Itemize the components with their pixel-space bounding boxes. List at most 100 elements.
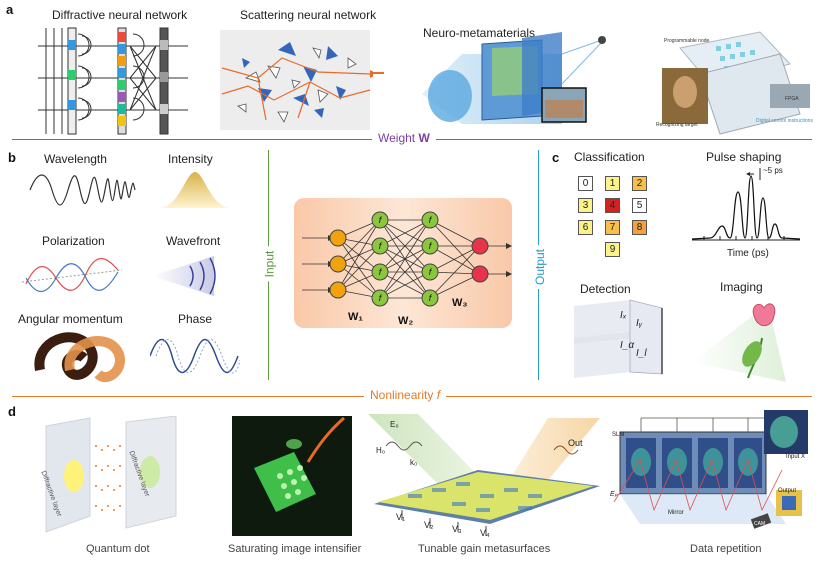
- pulse-width-label: ~5 ps: [763, 166, 783, 175]
- f-label: f: [429, 241, 433, 251]
- tunable-caption: Tunable gain metasurfaces: [418, 543, 551, 555]
- wavefront-title: Wavefront: [166, 234, 221, 248]
- image-intensifier-photo: [232, 416, 352, 536]
- e0-label: E₀: [390, 420, 399, 429]
- f-label: f: [379, 267, 383, 277]
- camera-label: CAM: [754, 521, 766, 527]
- nonlinearity-symbol: f: [436, 388, 441, 402]
- output-small-label: Output: [778, 488, 797, 494]
- hidden2-node-4: [421, 289, 439, 307]
- neural-network-diagram: f f f f f f f f W₁ W₂ W₃: [294, 198, 512, 328]
- tunable-metasurface-illustration: [368, 414, 600, 536]
- digit-cell-4: 4: [605, 198, 620, 213]
- f-label: f: [379, 241, 383, 251]
- f-label: f: [429, 293, 433, 303]
- time-axis-label: Time (ps): [727, 248, 769, 259]
- imaging-rose-illustration: [692, 303, 786, 382]
- input-node-3: [329, 281, 347, 299]
- intensifier-caption: Saturating image intensifier: [228, 543, 362, 555]
- pulse-shaping-plot: [691, 168, 801, 241]
- f-label: f: [429, 215, 433, 225]
- digit-cell-0: 0: [578, 176, 593, 191]
- detection-ia-label: I_α: [620, 340, 635, 351]
- w3-label: W₃: [452, 297, 467, 309]
- mirror-label: Mirror: [668, 510, 684, 516]
- intensity-gaussian-icon: [160, 172, 230, 208]
- w1-label: W₁: [348, 311, 363, 323]
- programmable-node-label: Programmable node: [664, 38, 710, 44]
- imaging-title: Imaging: [720, 280, 763, 294]
- digit-cell-1: 1: [605, 176, 620, 191]
- panel-label-b: b: [8, 150, 16, 165]
- digit-cell-2: 2: [632, 176, 647, 191]
- ep-label: Eₚ: [610, 491, 618, 498]
- angular-momentum-title: Angular momentum: [18, 312, 123, 326]
- weight-symbol: W: [418, 131, 430, 145]
- polarization-icon: [22, 257, 122, 293]
- wavelength-chirp-icon: [29, 174, 136, 206]
- hidden1-node-3: [371, 263, 389, 281]
- phase-wave-icon: [150, 338, 240, 374]
- diffractive-nn-title: Diffractive neural network: [52, 8, 188, 22]
- polarization-title: Polarization: [42, 234, 105, 248]
- v1-label: V₁: [396, 512, 406, 522]
- scattering-nn-title: Scattering neural network: [240, 8, 377, 22]
- data-repetition-illustration: [613, 410, 808, 529]
- panel-label-d: d: [8, 404, 16, 419]
- digit-cell-8: 8: [632, 220, 647, 235]
- hidden1-node-4: [371, 289, 389, 307]
- wavelength-title: Wavelength: [44, 152, 107, 166]
- scatter-arrow-out: [372, 72, 384, 74]
- detection-title: Detection: [580, 282, 631, 296]
- v2-label: V₂: [424, 520, 434, 530]
- output-node-1: [471, 237, 489, 255]
- neuro-metamaterials-illustration: [422, 32, 606, 124]
- w2-label: W₂: [398, 315, 413, 327]
- phase-title: Phase: [178, 312, 213, 326]
- digit-cell-6: 6: [578, 220, 593, 235]
- quantum-dot-illustration: [45, 416, 177, 533]
- f-label: f: [379, 215, 383, 225]
- k0-label: k₀: [410, 458, 418, 467]
- quantum-dot-caption: Quantum dot: [86, 543, 150, 555]
- digital-control-label: Digital control instructions: [756, 118, 813, 124]
- output-label: Output: [531, 244, 550, 290]
- detection-iy-label: Iᵧ: [636, 318, 643, 329]
- nonlinearity-label-text: Nonlinearity: [370, 388, 437, 402]
- panel-label-a: a: [6, 2, 14, 17]
- weight-label: Weight W: [372, 131, 436, 145]
- slm-label: SLM: [612, 432, 625, 438]
- output-node-2: [471, 265, 489, 283]
- intensity-title: Intensity: [168, 152, 213, 166]
- input-label: Input: [260, 246, 279, 282]
- hidden2-node-2: [421, 237, 439, 255]
- hidden1-node-1: [371, 211, 389, 229]
- pulse-shaping-title: Pulse shaping: [706, 150, 782, 164]
- recognizing-target-label: Recognizing target: [656, 122, 698, 128]
- detection-ix-label: Iₓ: [620, 310, 627, 321]
- h0-label: H₀: [376, 446, 386, 455]
- data-repetition-caption: Data repetition: [690, 543, 762, 555]
- v4-label: V₄: [480, 528, 490, 538]
- hidden2-node-3: [421, 263, 439, 281]
- hidden1-node-2: [371, 237, 389, 255]
- digit-cell-7: 7: [605, 220, 620, 235]
- scattering-network-diagram: [220, 30, 373, 130]
- angular-momentum-icon: [34, 332, 125, 383]
- detection-il-label: I_l: [636, 348, 647, 359]
- input-node-2: [329, 255, 347, 273]
- digit-cell-5: 5: [632, 198, 647, 213]
- digit-cell-3: 3: [578, 198, 593, 213]
- out-label: Out: [568, 438, 583, 448]
- wavefront-icon: [152, 256, 216, 296]
- input-node-1: [329, 229, 347, 247]
- v3-label: V₃: [452, 524, 462, 534]
- nonlinearity-label: Nonlinearity f: [364, 388, 447, 402]
- neuro-metamaterials-title: Neuro-metamaterials: [423, 26, 536, 40]
- hidden2-node-1: [421, 211, 439, 229]
- input-x-label: Input X: [786, 454, 806, 460]
- programmable-metasurface-illustration: [662, 31, 810, 135]
- weight-label-text: Weight: [378, 131, 419, 145]
- f-label: f: [429, 267, 433, 277]
- diffractive-network-diagram: [38, 27, 188, 135]
